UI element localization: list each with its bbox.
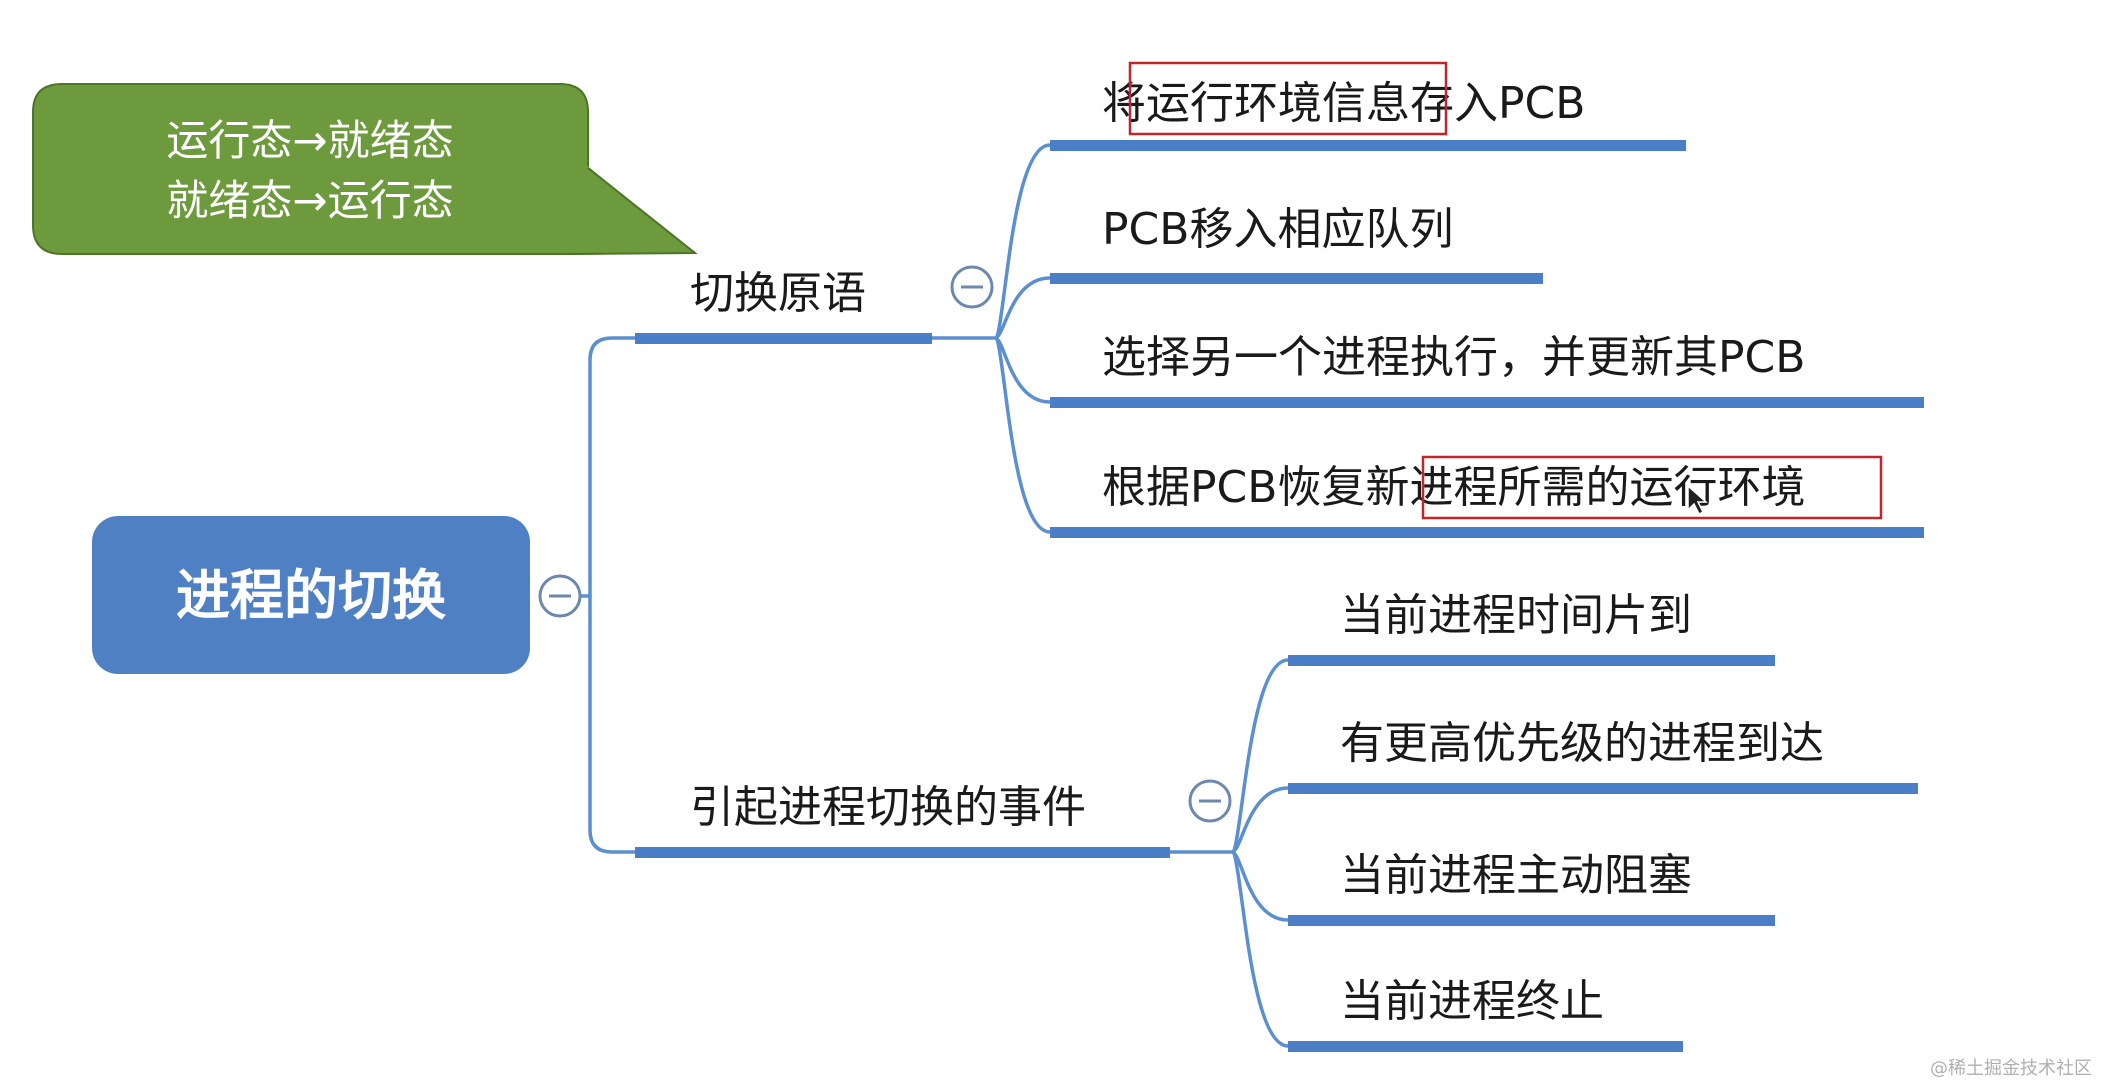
callout-line-2: 就绪态→运行态 [166, 176, 453, 225]
leaf-node-1-3[interactable]: 选择另一个进程执行，并更新其PCB [1050, 332, 1924, 408]
branch-node-2[interactable]: 引起进程切换的事件 [635, 782, 1170, 858]
leaf-label: 将运行环境信息存入PCB [1102, 78, 1585, 129]
leaf-underline [1288, 915, 1775, 926]
leaf-label: PCB移入相应队列 [1102, 204, 1453, 255]
connector-branch1-leaf-4 [993, 336, 1051, 534]
leaf-label: 选择另一个进程执行，并更新其PCB [1102, 332, 1805, 383]
leaf-node-2-2[interactable]: 有更高优先级的进程到达 [1288, 718, 1918, 794]
leaf-underline [1288, 783, 1918, 794]
connector-branch1-leaf-2 [994, 276, 1051, 340]
connector-branch2-leaf-4 [1230, 850, 1289, 1048]
leaf-underline [1050, 140, 1686, 151]
callout-tail [560, 160, 695, 253]
leaf-underline [1050, 397, 1924, 408]
callout-tail-edge [561, 167, 698, 255]
leaf-underline [1288, 655, 1775, 666]
leaf-node-1-1[interactable]: 将运行环境信息存入PCB [1050, 78, 1686, 151]
leaf-label: 当前进程主动阻塞 [1340, 850, 1692, 901]
leaf-node-1-4[interactable]: 根据PCB恢复新进程所需的运行环境 [1050, 462, 1924, 538]
highlight-box-2 [1421, 455, 1883, 520]
leaf-underline [1050, 527, 1924, 538]
leaf-node-2-1[interactable]: 当前进程时间片到 [1288, 590, 1775, 666]
branch-label-1: 切换原语 [690, 268, 866, 319]
mouse-cursor-icon [1687, 484, 1708, 516]
branch-node-1[interactable]: 切换原语 [635, 268, 932, 344]
leaf-node-2-3[interactable]: 当前进程主动阻塞 [1288, 850, 1775, 926]
connector-branch1-leaf-1 [993, 143, 1051, 340]
root-collapse-toggle[interactable] [538, 574, 582, 618]
root-node-label: 进程的切换 [176, 564, 446, 627]
highlight-box-1 [1128, 61, 1448, 136]
leaf-underline [1050, 273, 1543, 284]
leaf-underline [1288, 1041, 1683, 1052]
root-node-box[interactable] [92, 516, 530, 674]
connector-root-to-branch-2 [588, 596, 635, 854]
leaf-label: 当前进程终止 [1340, 976, 1604, 1027]
leaf-label: 当前进程时间片到 [1340, 590, 1692, 641]
root-node[interactable]: 进程的切换 [92, 516, 530, 674]
connector-root-to-branch-1 [560, 336, 635, 598]
branch-label-2: 引起进程切换的事件 [690, 782, 1086, 833]
branch-2-collapse-toggle[interactable] [1188, 779, 1232, 823]
watermark: @稀土掘金技术社区 [1930, 1058, 2092, 1079]
leaf-node-1-2[interactable]: PCB移入相应队列 [1050, 204, 1543, 284]
connector-branch2-leaf-2 [1231, 786, 1289, 854]
connector-branch2-leaf-1 [1230, 658, 1289, 854]
callout-bubble: 运行态→就绪态 就绪态→运行态 [32, 83, 698, 255]
branch-underline-1 [635, 333, 932, 344]
branch-underline-2 [635, 847, 1170, 858]
callout-line-1: 运行态→就绪态 [166, 116, 453, 165]
leaf-node-2-4[interactable]: 当前进程终止 [1288, 976, 1683, 1052]
leaf-label: 有更高优先级的进程到达 [1340, 718, 1824, 769]
branch-1-collapse-toggle[interactable] [950, 265, 994, 309]
